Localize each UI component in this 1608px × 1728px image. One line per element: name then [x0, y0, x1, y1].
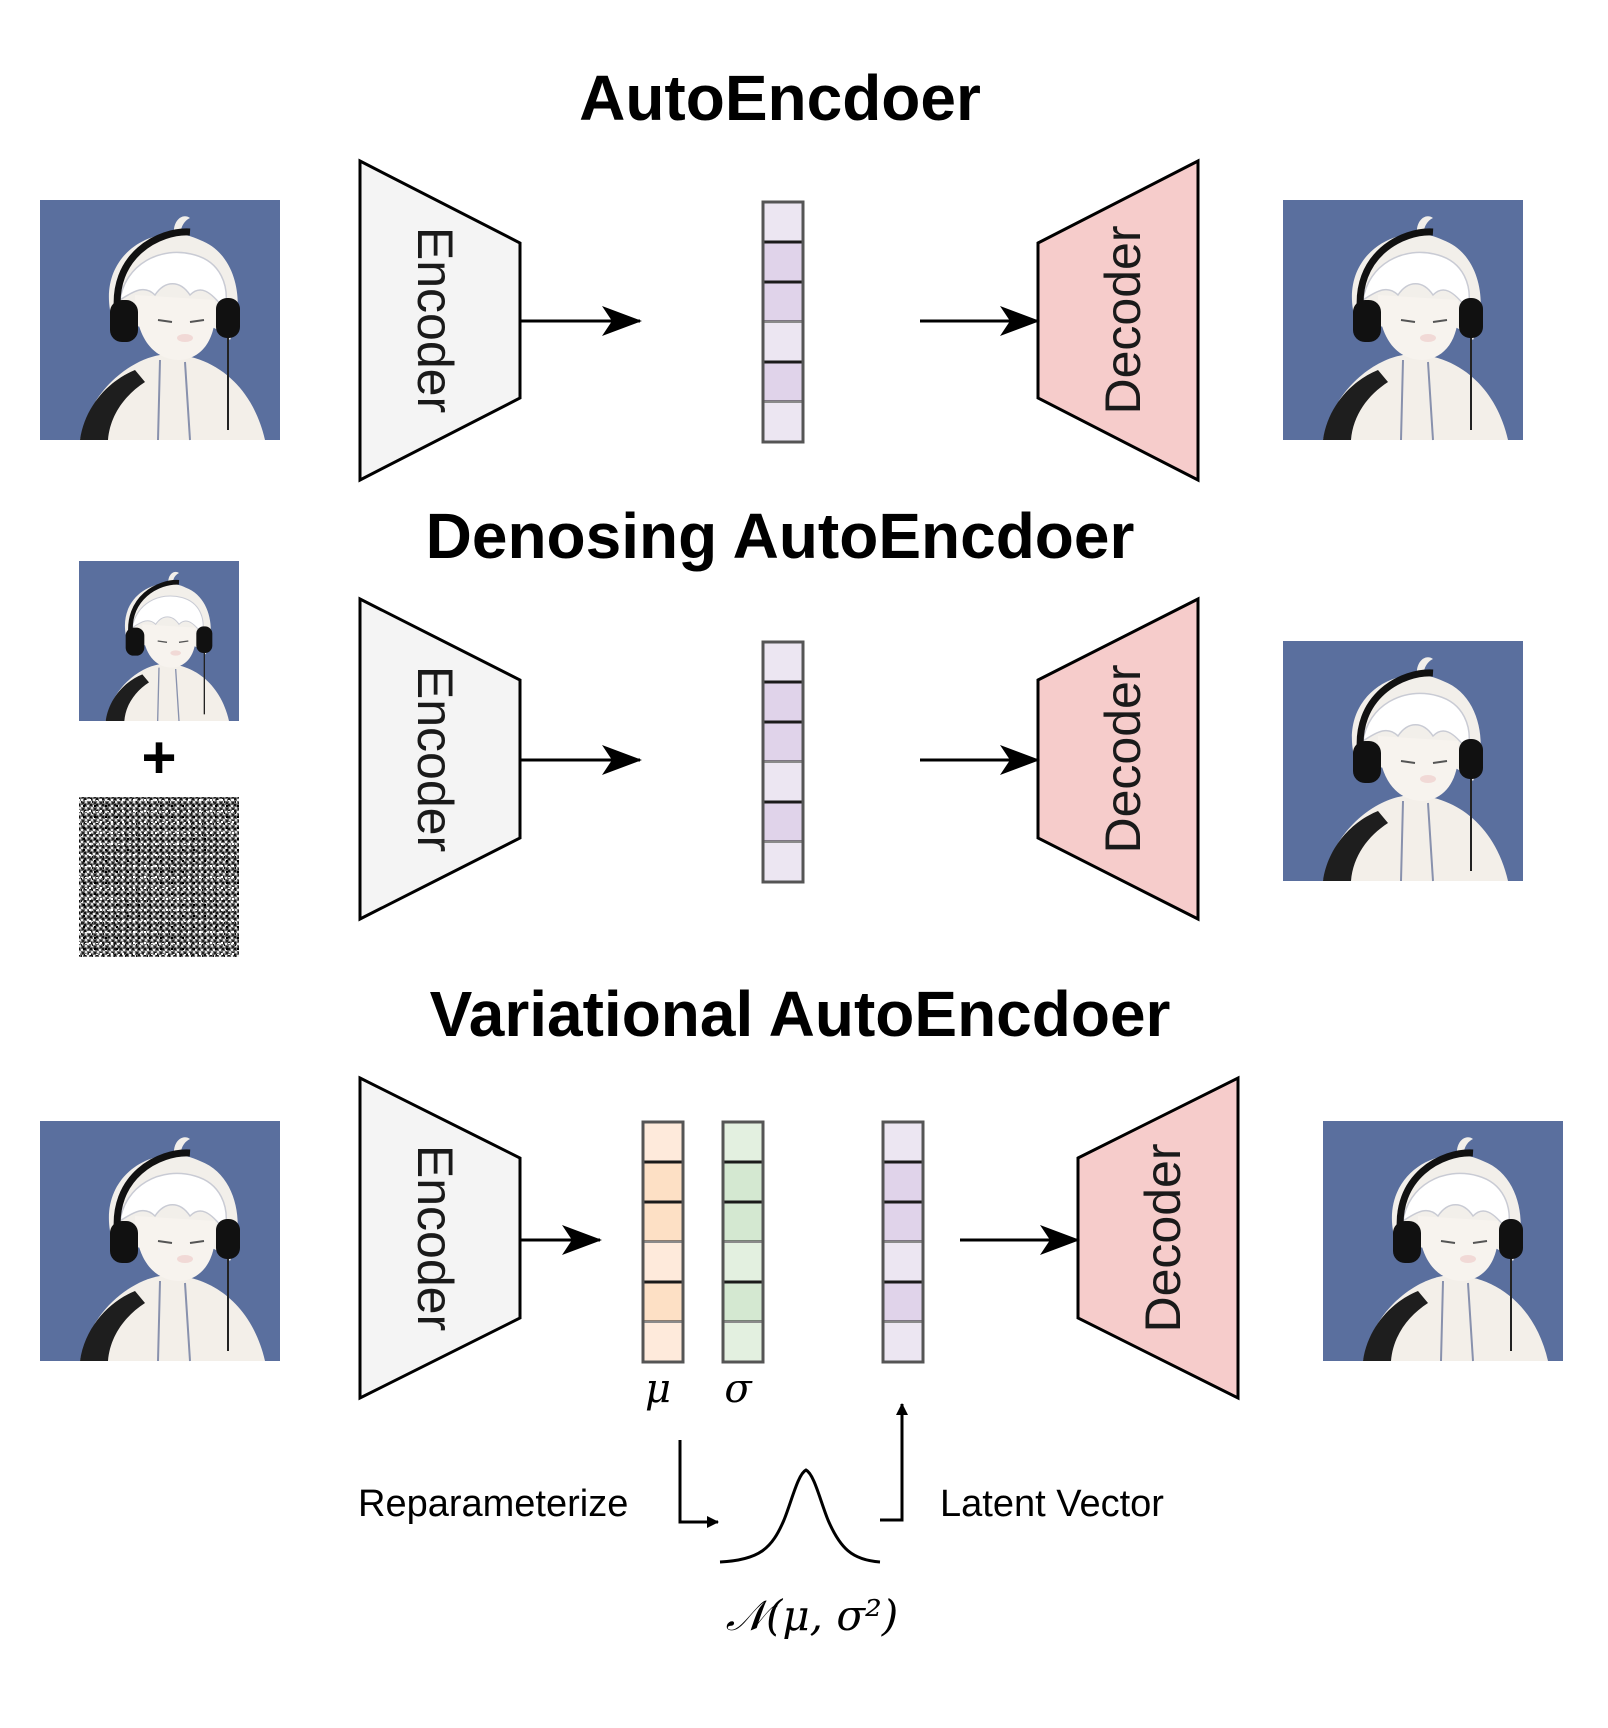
vector-cell — [882, 1121, 924, 1163]
vector-cell — [642, 1321, 684, 1363]
vector-cell — [881, 1280, 925, 1324]
vector-cell — [722, 1241, 764, 1283]
title-autoencoder: AutoEncdoer — [579, 62, 981, 134]
encoder-label-ae: Encoder — [407, 227, 463, 413]
gaussian-curve — [719, 1468, 881, 1564]
decoder-label-vae: Decoder — [1135, 1144, 1191, 1333]
decoder-label-ae: Decoder — [1095, 226, 1151, 415]
decoder-label-dae: Decoder — [1095, 665, 1151, 854]
decoder-block-vae: Decoder — [1076, 1075, 1240, 1401]
vector-cell — [641, 1160, 685, 1204]
latent-vector-vae — [881, 1120, 925, 1364]
latent-vector-label: Latent Vector — [940, 1483, 1164, 1525]
vector-outline — [761, 200, 805, 444]
input-image-dae — [79, 561, 239, 722]
latent-vector-dae — [761, 640, 805, 884]
encoder-label-vae: Encoder — [407, 1145, 463, 1331]
input-image-vae — [40, 1121, 280, 1362]
arrow-reparameterize — [678, 1440, 719, 1528]
mu-label: μ — [645, 1366, 671, 1412]
encoder-block-dae: Encoder — [358, 596, 522, 922]
vector-cell — [761, 800, 805, 844]
encoder-block-vae: Encoder — [358, 1075, 522, 1401]
vector-cell — [642, 1121, 684, 1163]
output-image-dae — [1283, 641, 1523, 882]
vector-cell — [761, 680, 805, 724]
vector-outline — [721, 1120, 765, 1364]
vector-cell — [881, 1160, 925, 1204]
sigma-vector-vae — [721, 1120, 765, 1364]
output-image-vae — [1323, 1121, 1563, 1362]
vector-cell — [641, 1200, 685, 1244]
reparameterize-label: Reparameterize — [358, 1483, 628, 1525]
vector-cell — [762, 201, 804, 243]
vector-cell — [761, 240, 805, 284]
decoder-block-dae: Decoder — [1036, 596, 1200, 922]
vector-cell — [721, 1200, 765, 1244]
vector-cell — [722, 1121, 764, 1163]
vector-cell — [762, 761, 804, 803]
input-image-ae — [40, 200, 280, 441]
vector-cell — [761, 720, 805, 764]
vector-cell — [761, 360, 805, 404]
sigma-label: σ — [724, 1366, 753, 1412]
title-variational-autoencoder: Variational AutoEncdoer — [430, 978, 1171, 1050]
vector-cell — [881, 1200, 925, 1244]
noise-image — [79, 797, 239, 957]
vector-cell — [721, 1160, 765, 1204]
vector-cell — [762, 641, 804, 683]
vector-cell — [882, 1241, 924, 1283]
latent-vector-ae — [761, 200, 805, 444]
vector-outline — [641, 1120, 685, 1364]
title-denoising-autoencoder: Denosing AutoEncdoer — [426, 500, 1135, 572]
vector-cell — [762, 401, 804, 443]
vector-cell — [721, 1280, 765, 1324]
encoder-block-ae: Encoder — [358, 158, 522, 483]
arrow-latent-vector — [880, 1403, 908, 1522]
output-image-ae — [1283, 200, 1523, 441]
decoder-block-ae: Decoder — [1036, 158, 1200, 483]
vector-cell — [761, 280, 805, 324]
vector-cell — [882, 1321, 924, 1363]
plus-sign: + — [141, 724, 176, 791]
vector-cell — [762, 321, 804, 363]
vector-cell — [762, 841, 804, 883]
encoder-label-dae: Encoder — [407, 666, 463, 852]
vector-cell — [722, 1321, 764, 1363]
vector-outline — [761, 640, 805, 884]
vector-cell — [642, 1241, 684, 1283]
vector-outline — [881, 1120, 925, 1364]
normal-distribution-label: 𝒩(μ, σ²) — [726, 1591, 899, 1640]
mu-vector-vae — [641, 1120, 685, 1364]
vector-cell — [641, 1280, 685, 1324]
